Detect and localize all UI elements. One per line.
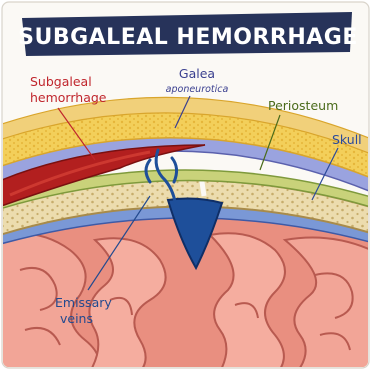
label-subgaleal-1: Subgaleal: [30, 74, 92, 89]
title-text: SUBGALEAL HEMORRHAGE: [18, 25, 358, 50]
label-periosteum: Periosteum: [268, 98, 338, 113]
label-skull: Skull: [332, 132, 362, 147]
title-banner: SUBGALEAL HEMORRHAGE: [18, 12, 358, 56]
label-emissary-2: veins: [60, 311, 93, 326]
label-subgaleal-2: hemorrhage: [30, 90, 107, 105]
label-emissary-1: Emissary: [55, 295, 112, 310]
label-galea-1: Galea: [179, 66, 215, 81]
label-galea-2: aponeurotica: [166, 84, 229, 95]
